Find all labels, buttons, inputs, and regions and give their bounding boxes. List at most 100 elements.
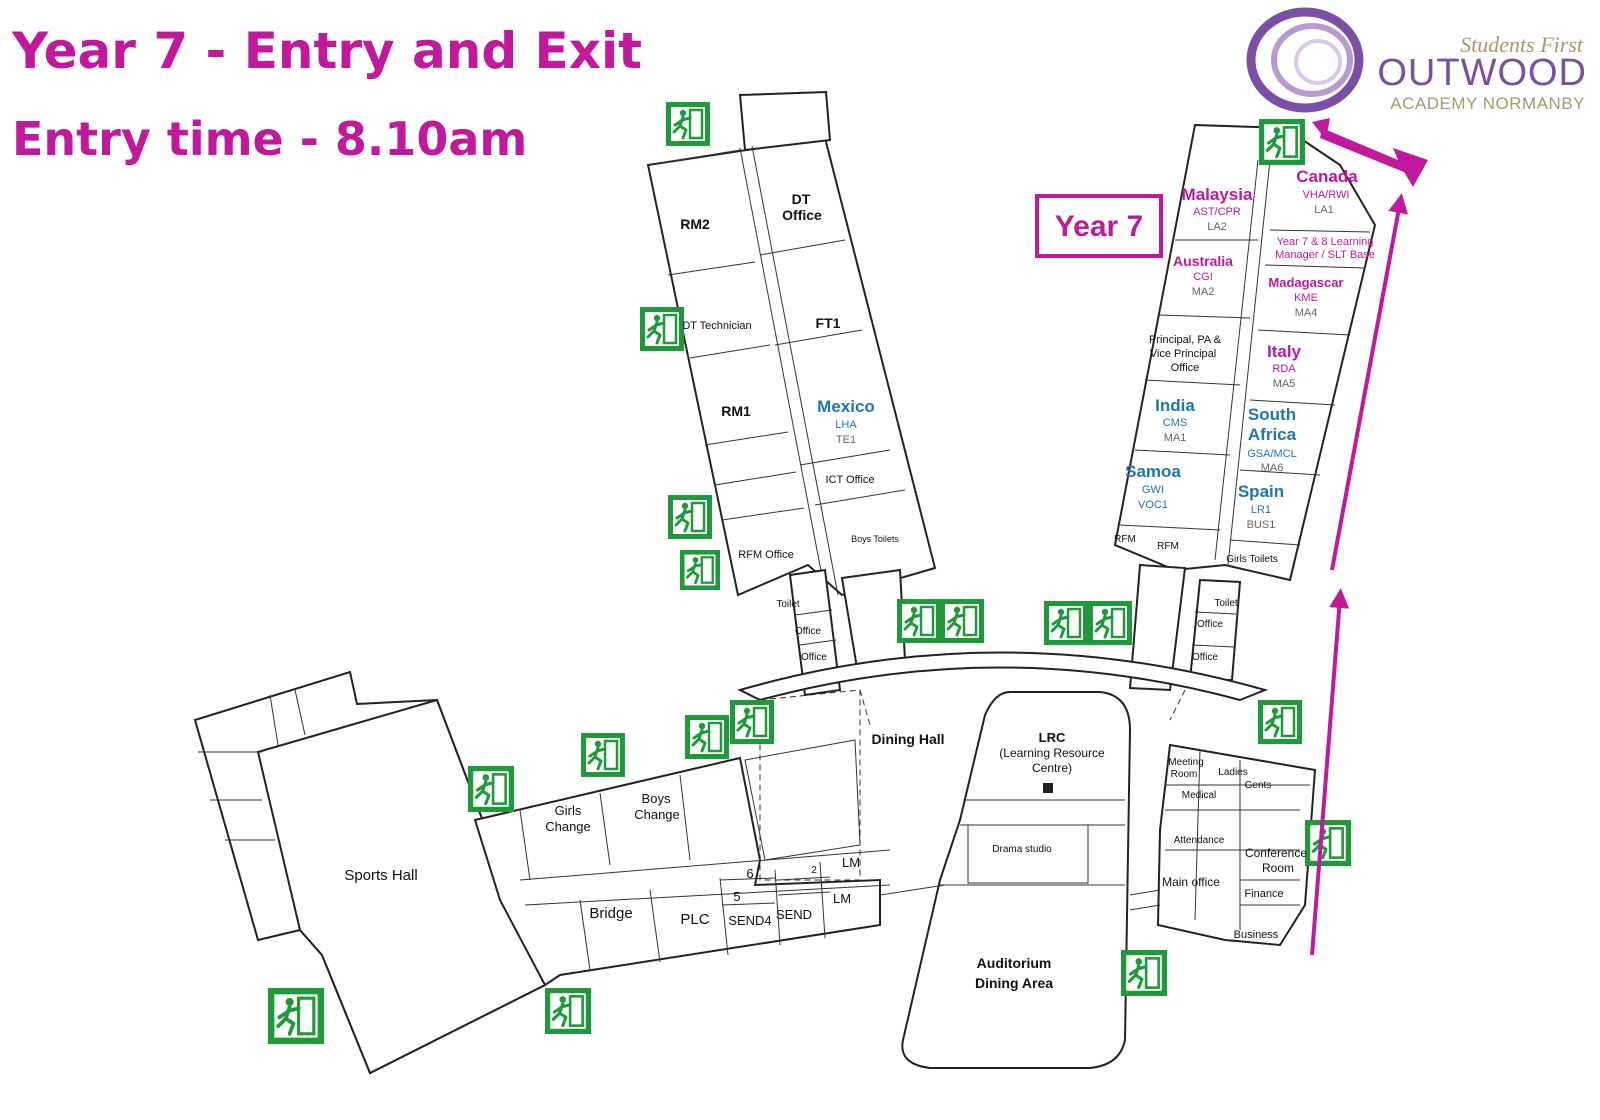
room-australia-staff: CGI	[1193, 271, 1213, 283]
girls-toilets-label: Girls Toilets	[1226, 554, 1278, 565]
auditorium-label-1: Auditorium	[977, 955, 1052, 971]
sports-hall-label: Sports Hall	[344, 867, 417, 884]
room-canada-name: Canada	[1296, 167, 1358, 186]
lrc-auditorium	[901, 691, 1132, 1069]
lrc-label-2: (Learning Resource	[999, 746, 1105, 760]
arrow-icon	[1310, 588, 1350, 956]
finance-label: Finance	[1244, 888, 1283, 900]
gents-label: Gents	[1245, 780, 1272, 791]
boys-change-label-1: Boys	[642, 791, 671, 806]
room-mexico-name: Mexico	[817, 397, 875, 416]
room-south-africa-name-2: Africa	[1248, 425, 1297, 444]
office-label: Office	[801, 652, 827, 663]
room-2-label: 2	[811, 865, 817, 876]
room-malaysia-staff: AST/CPR	[1193, 206, 1241, 218]
emergency-exit-icon	[268, 988, 324, 1044]
emergency-exit-icon	[730, 700, 774, 744]
rm2-label: RM2	[680, 216, 710, 232]
bridge-label: Bridge	[589, 905, 632, 922]
emergency-exit-icon	[680, 550, 720, 590]
room-india-code: MA1	[1164, 432, 1187, 444]
lm-label: LM	[833, 891, 851, 906]
plc-label: PLC	[680, 911, 709, 928]
principal-office-label-3: Office	[1171, 362, 1200, 374]
meeting-room-label-1: Meeting	[1168, 757, 1204, 768]
room-italy-staff: RDA	[1272, 363, 1296, 375]
west-corridor-block	[473, 739, 946, 987]
room-india-staff: CMS	[1163, 417, 1187, 429]
year7-room-labels: Malaysia AST/CPR LA2 Canada VHA/RWI LA1 …	[817, 167, 1375, 531]
principal-office-label-2: Vice Principal	[1150, 348, 1216, 360]
logo-swirl-icon	[1246, 7, 1364, 113]
school-logo: Students First OUTWOOD ACADEMY NORMANBY	[1240, 4, 1595, 114]
emergency-exit-icon	[1044, 601, 1088, 645]
medical-label: Medical	[1182, 790, 1216, 801]
emergency-exit-icon	[1121, 950, 1167, 996]
arrow-icon	[1320, 128, 1428, 187]
meeting-room-label-2: Room	[1171, 769, 1198, 780]
logo-tagline: Students First	[1460, 32, 1583, 57]
arrow-icon	[1330, 193, 1409, 571]
ladies-label: Ladies	[1218, 767, 1247, 778]
room-samoa-staff: GWI	[1142, 484, 1164, 496]
lrc-label-1: LRC	[1039, 730, 1066, 745]
room-mexico-staff: LHA	[835, 419, 857, 431]
office-label: Office	[1192, 652, 1218, 663]
lrc-label-3: Centre)	[1032, 761, 1072, 775]
lm-base-label-2: Manager / SLT Base	[1275, 249, 1375, 261]
room-5-label: 5	[733, 889, 740, 904]
emergency-exit-icon	[897, 599, 941, 643]
room-canada-code: LA1	[1314, 204, 1334, 216]
rfm-label: RFM	[1157, 541, 1179, 552]
logo-school: ACADEMY NORMANBY	[1390, 94, 1585, 113]
year7-route	[1310, 118, 1428, 956]
emergency-exit-icon	[666, 102, 710, 146]
room-south-africa-name-1: South	[1248, 405, 1296, 424]
room-malaysia-name: Malaysia	[1182, 185, 1253, 204]
room-south-africa-staff: GSA/MCL	[1247, 448, 1297, 460]
main-office-label: Main office	[1162, 875, 1220, 889]
boys-change-label-2: Change	[634, 807, 680, 822]
emergency-exit-icon	[545, 988, 591, 1034]
room-madagascar-staff: KME	[1294, 292, 1318, 304]
conference-room-label-2: Room	[1262, 861, 1294, 875]
dt-wing	[646, 90, 937, 697]
room-australia-name: Australia	[1173, 253, 1233, 269]
year7-box-label: Year 7	[1055, 210, 1143, 243]
toilet-label: Toilet	[776, 599, 800, 610]
room-spain-code: BUS1	[1247, 519, 1276, 531]
emergency-exit-icon	[668, 495, 712, 539]
auditorium-label-2: Dining Area	[975, 975, 1053, 991]
emergency-exit-icon	[940, 599, 984, 643]
attendance-label: Attendance	[1174, 835, 1225, 846]
room-italy-code: MA5	[1273, 378, 1296, 390]
rfm-office-label: RFM Office	[738, 549, 793, 561]
principal-office-label-1: Principal, PA &	[1149, 334, 1222, 346]
emergency-exit-icon	[468, 766, 514, 812]
emergency-exit-icon	[1258, 700, 1302, 744]
room-australia-code: MA2	[1192, 286, 1215, 298]
room-mexico-code: TE1	[836, 434, 856, 446]
send-label: SEND	[776, 907, 812, 922]
room-south-africa-code: MA6	[1261, 462, 1284, 474]
reception-block	[1129, 743, 1317, 947]
room-samoa-name: Samoa	[1125, 462, 1181, 481]
conference-room-label-1: Conference	[1245, 846, 1307, 860]
room-samoa-code: VOC1	[1138, 499, 1168, 511]
dt-office-label-1: DT	[792, 191, 811, 207]
dt-technician-label: DT Technician	[682, 320, 751, 332]
send4-label: SEND4	[728, 913, 771, 928]
ft1-label: FT1	[816, 315, 841, 331]
room-spain-name: Spain	[1238, 482, 1284, 501]
room-labels: Principal, PA & Vice Principal Office RF…	[344, 191, 1307, 991]
boys-toilets-label: Boys Toilets	[851, 534, 899, 544]
lm-base-label-1: Year 7 & 8 Learning	[1277, 236, 1374, 248]
room-malaysia-code: LA2	[1207, 221, 1227, 233]
girls-change-label-2: Change	[545, 819, 591, 834]
room-madagascar-code: MA4	[1295, 307, 1318, 319]
girls-change-label-1: Girls	[555, 803, 582, 818]
emergency-exit-icon	[1259, 119, 1305, 165]
dt-office-label-2: Office	[782, 207, 822, 223]
room-india-name: India	[1155, 396, 1195, 415]
toilet-label: Toilet	[1214, 598, 1238, 609]
